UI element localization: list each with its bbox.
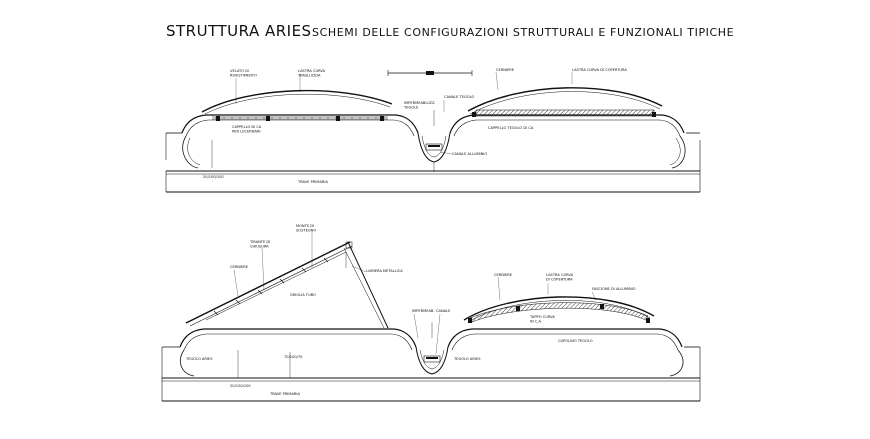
drawing-title: STRUTTURA ARIES [166,22,312,40]
label-canale-bottom: CANALE [436,309,451,313]
label-impermeab: IMPERMEAB. [412,309,435,313]
bottom-gutter [415,346,449,375]
scale-bar [387,70,473,76]
label-trave-primaria-top: TRAVE PRIMARIA [297,180,328,184]
label-dim-70: 70/100/70 [284,355,303,359]
top-vault-right [449,87,686,169]
bottom-vault-left [179,241,417,378]
label-canale-alluminio: CANALE ALLUMINIO [452,152,487,156]
label-cupolino-tegolo: CUPOLINO TEGOLO [558,339,593,343]
label-lamiera-metallica: LAMIERA METALLICA [366,269,403,273]
label-cerniere-top: CERNIERE [496,68,515,72]
label-impermeabilizz: IMPERMEABILIZZ.TEGOLE [403,101,436,109]
label-trave-primaria-bottom: TRAVE PRIMARIA [269,392,300,396]
label-dim-bottom: 20/100/100 [230,384,251,388]
label-canale-tegolo: CANALE TEGOLO [444,95,474,99]
label-cerniere-left: CERNIERE [230,265,249,269]
label-fascione-alluminio: FASCIONE DI ALLUMINIO [592,287,636,291]
label-tegolo-aries-right: TEGOLO ARIES [453,357,481,361]
label-tegolo-aries-left: TEGOLO ARIES [185,357,213,361]
label-dim-top: 20/100/100 [203,175,224,179]
label-cappello-tegolo: CAPPELLO TEGOLO DI CA [488,126,534,130]
label-lastra-copertura: LASTRA CURVA DI COPERTURA [572,68,627,72]
bottom-vault-right [447,296,684,377]
label-griglia-tubo: GRIGLIA TUBO [290,293,316,297]
top-vault-left [181,89,419,169]
drawing-subtitle: SCHEMI DELLE CONFIGURAZIONI STRUTTURALI … [312,26,735,39]
label-cerniere-right: CERNIERE [494,273,513,277]
top-gutter [417,132,451,163]
